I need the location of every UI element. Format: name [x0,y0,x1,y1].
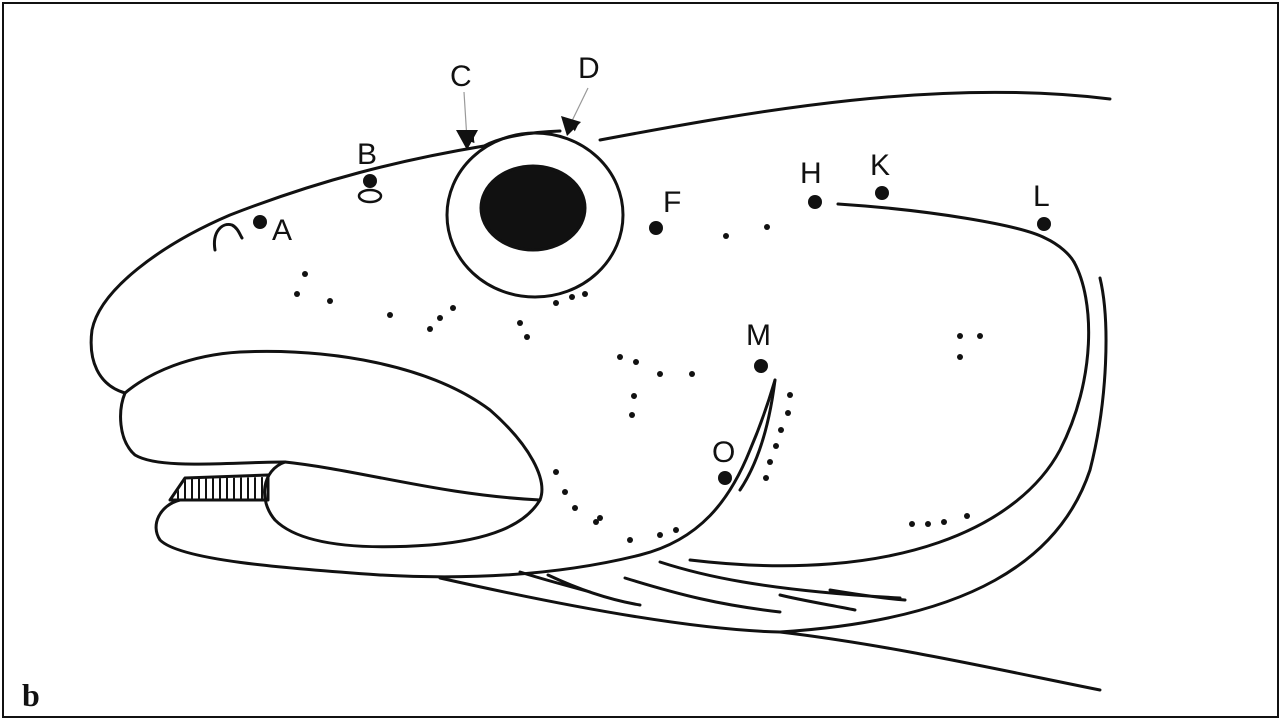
label-m: M [746,319,771,352]
panel-label: b [22,677,40,713]
operculum-inner [690,262,1089,566]
arrowhead-d [561,116,581,136]
pore-l [1037,217,1051,231]
label-o: O [712,436,735,469]
teeth-band [172,477,266,500]
pore-b [363,174,377,188]
label-k: K [870,149,890,182]
label-b: B [357,138,377,171]
branchiostegal-rays [520,562,905,612]
arrow-d [570,88,588,125]
pore-k [875,186,889,200]
pore-o [718,471,732,485]
pore-a [253,215,267,229]
pore-m [754,359,768,373]
label-f: F [663,186,681,219]
posterior-nostril [359,190,381,202]
ventral-line [440,578,1100,690]
anterior-nostril [214,224,242,250]
dorsal-profile-line [91,92,1110,393]
label-d: D [578,52,600,85]
label-a: A [272,214,292,247]
pore-h [808,195,822,209]
eye-pupil [481,166,585,250]
label-c: C [450,60,472,93]
lower-lip [265,462,540,547]
sensory-dots [294,224,983,543]
label-l: L [1033,180,1050,213]
label-h: H [800,157,822,190]
pore-f [649,221,663,235]
